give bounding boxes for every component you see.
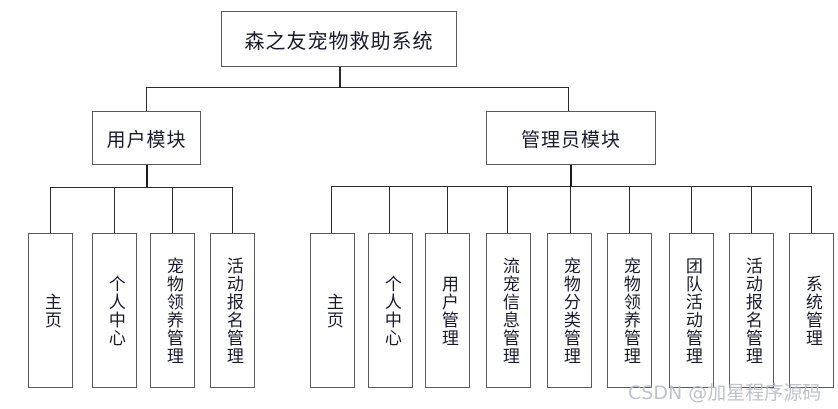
connector-level1-bus bbox=[146, 87, 569, 88]
module-node-user-label: 用户模块 bbox=[106, 128, 187, 151]
connector-admin-module-stem bbox=[570, 165, 572, 186]
leaf-node-admin-9-label: 系统管理 bbox=[801, 274, 822, 347]
connector-root-stem bbox=[339, 67, 341, 88]
connector-user-bus bbox=[50, 187, 233, 188]
leaf-node-admin-6-label: 宠物领养管理 bbox=[619, 256, 640, 365]
leaf-node-admin-1-label: 主页 bbox=[322, 292, 343, 329]
leaf-node-admin-8[interactable]: 活动报名管理 bbox=[729, 233, 774, 388]
module-node-user[interactable]: 用户模块 bbox=[92, 111, 201, 165]
leaf-node-admin-5-label: 宠物分类管理 bbox=[559, 256, 580, 365]
connector-user-drop-4 bbox=[232, 187, 233, 233]
leaf-node-admin-2[interactable]: 个人中心 bbox=[368, 233, 413, 388]
connector-admin-bus bbox=[331, 186, 812, 187]
connector-admin-drop-6 bbox=[629, 186, 630, 233]
root-node-system[interactable]: 森之友宠物救助系统 bbox=[221, 11, 457, 67]
module-node-admin[interactable]: 管理员模块 bbox=[486, 111, 656, 165]
connector-user-drop-3 bbox=[172, 187, 173, 233]
connector-admin-drop-4 bbox=[507, 186, 508, 233]
leaf-node-admin-4-label: 流宠信息管理 bbox=[498, 256, 519, 365]
leaf-node-user-1[interactable]: 主页 bbox=[28, 233, 73, 388]
leaf-node-admin-6[interactable]: 宠物领养管理 bbox=[607, 233, 652, 388]
leaf-node-admin-2-label: 个人中心 bbox=[380, 274, 401, 347]
module-node-admin-label: 管理员模块 bbox=[520, 128, 621, 151]
leaf-node-user-2-label: 个人中心 bbox=[104, 274, 125, 347]
leaf-node-admin-5[interactable]: 宠物分类管理 bbox=[547, 233, 592, 388]
connector-drop-user-module bbox=[146, 87, 147, 112]
leaf-node-admin-4[interactable]: 流宠信息管理 bbox=[486, 233, 531, 388]
leaf-node-user-1-label: 主页 bbox=[40, 292, 61, 329]
connector-user-drop-1 bbox=[50, 187, 51, 233]
leaf-node-user-4[interactable]: 活动报名管理 bbox=[210, 233, 255, 388]
leaf-node-user-2[interactable]: 个人中心 bbox=[92, 233, 137, 388]
leaf-node-admin-1[interactable]: 主页 bbox=[310, 233, 355, 388]
leaf-node-user-3[interactable]: 宠物领养管理 bbox=[150, 233, 195, 388]
leaf-node-admin-8-label: 活动报名管理 bbox=[741, 256, 762, 365]
connector-user-drop-2 bbox=[114, 187, 115, 233]
connector-admin-drop-3 bbox=[447, 186, 448, 233]
connector-admin-drop-8 bbox=[751, 186, 752, 233]
leaf-node-admin-3-label: 用户管理 bbox=[437, 274, 458, 347]
leaf-node-admin-9[interactable]: 系统管理 bbox=[789, 233, 834, 388]
connector-admin-drop-2 bbox=[389, 186, 390, 233]
connector-drop-admin-module bbox=[568, 87, 569, 112]
leaf-node-user-3-label: 宠物领养管理 bbox=[162, 256, 183, 365]
connector-admin-drop-9 bbox=[811, 186, 812, 233]
leaf-node-admin-7[interactable]: 团队活动管理 bbox=[669, 233, 714, 388]
connector-admin-drop-5 bbox=[570, 186, 571, 233]
leaf-node-admin-7-label: 团队活动管理 bbox=[681, 256, 702, 365]
connector-user-module-stem bbox=[146, 165, 148, 187]
connector-admin-drop-1 bbox=[331, 186, 332, 233]
leaf-node-user-4-label: 活动报名管理 bbox=[222, 256, 243, 365]
leaf-node-admin-3[interactable]: 用户管理 bbox=[425, 233, 470, 388]
root-node-label: 森之友宠物救助系统 bbox=[244, 28, 434, 53]
connector-admin-drop-7 bbox=[691, 186, 692, 233]
